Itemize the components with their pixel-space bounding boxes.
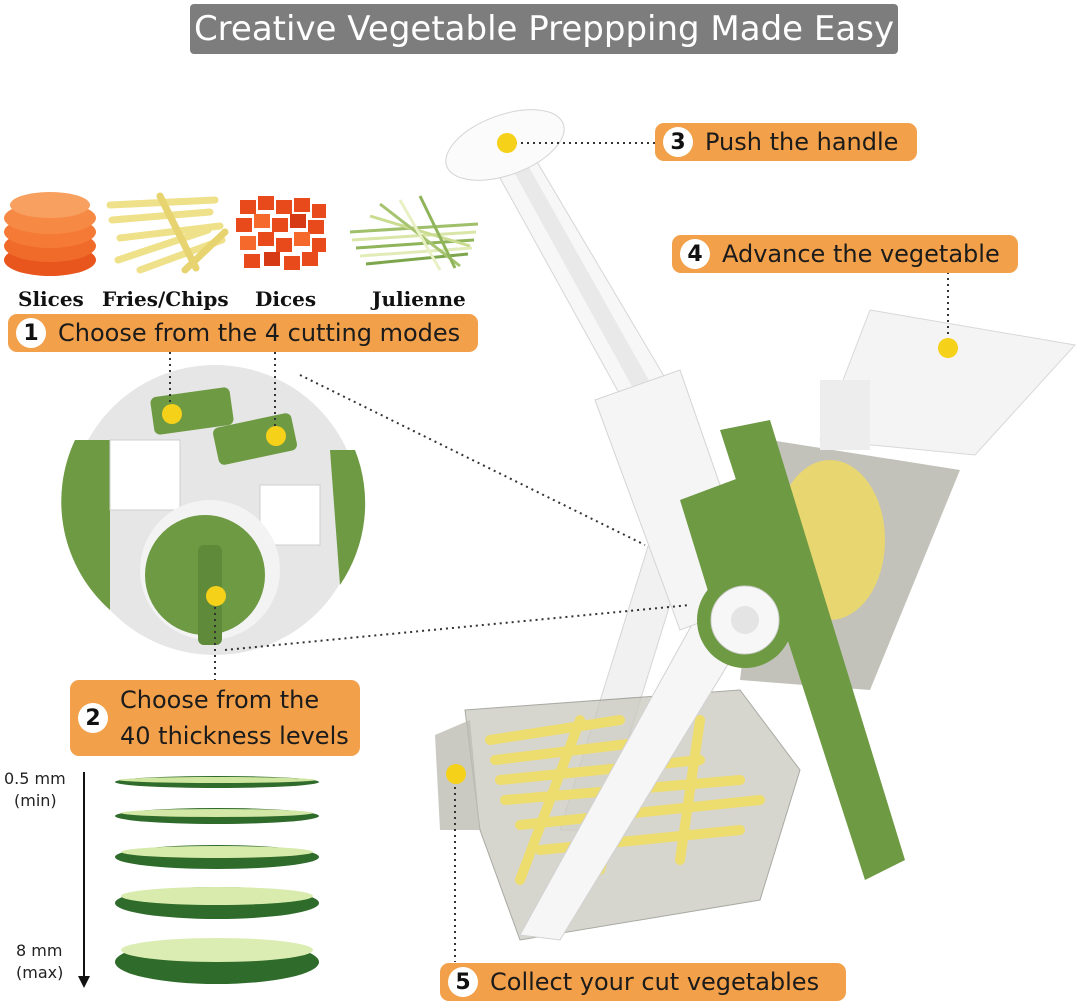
callout-dot-hopper [938,338,958,358]
julienne-image [349,195,479,271]
callout-dot-mode-left [162,404,182,424]
step-5-text: Collect your cut vegetables [490,968,820,996]
mode-label-slices: Slices [18,287,84,311]
step-2-callout: 2 Choose from the 40 thickness levels [70,680,360,756]
thickness-min-label: 0.5 mm (min) [4,768,66,812]
mandoline-slicer [435,109,1076,941]
step-1-callout: 1 Choose from the 4 cutting modes [8,314,478,352]
step-2-line-1: Choose from the [120,686,320,714]
mode-label-dices: Dices [255,287,317,311]
callout-dot-mode-right [266,426,286,446]
mode-label-julienne: Julienne [372,287,466,311]
step-5-number: 5 [448,967,478,997]
step-1-text: Choose from the 4 cutting modes [58,319,461,347]
step-5-callout: 5 Collect your cut vegetables [440,963,846,1001]
cutting-mode-closeup [61,365,366,655]
mode-label-fries: Fries/Chips [102,287,229,311]
callout-dot-tray [446,764,466,784]
thickness-min-note: (min) [14,791,57,810]
step-4-callout: 4 Advance the vegetable [672,235,1018,273]
thickness-max-value: 8 mm [16,941,63,960]
thickness-slices-image [115,776,319,984]
fries-image [106,192,229,274]
step-3-callout: 3 Push the handle [655,123,917,161]
callout-dot-handle [497,133,517,153]
step-2-number: 2 [78,703,108,733]
step-2-text: Choose from the 40 thickness levels [120,682,349,754]
step-4-number: 4 [680,239,710,269]
thickness-max-label: 8 mm (max) [16,940,63,984]
title-banner: Creative Vegetable Preppping Made Easy [190,4,898,54]
carrot-slices-image [4,192,96,276]
thickness-min-value: 0.5 mm [4,769,66,788]
callout-dot-dial [206,586,226,606]
step-4-text: Advance the vegetable [722,240,1000,268]
diced-pepper-image [236,196,326,270]
step-3-number: 3 [663,127,693,157]
callout-lines [169,142,949,962]
step-1-number: 1 [16,318,46,348]
step-2-line-2: 40 thickness levels [120,722,349,750]
thickness-max-note: (max) [16,963,64,982]
step-3-text: Push the handle [705,128,899,156]
thickness-arrow-head [78,976,90,988]
